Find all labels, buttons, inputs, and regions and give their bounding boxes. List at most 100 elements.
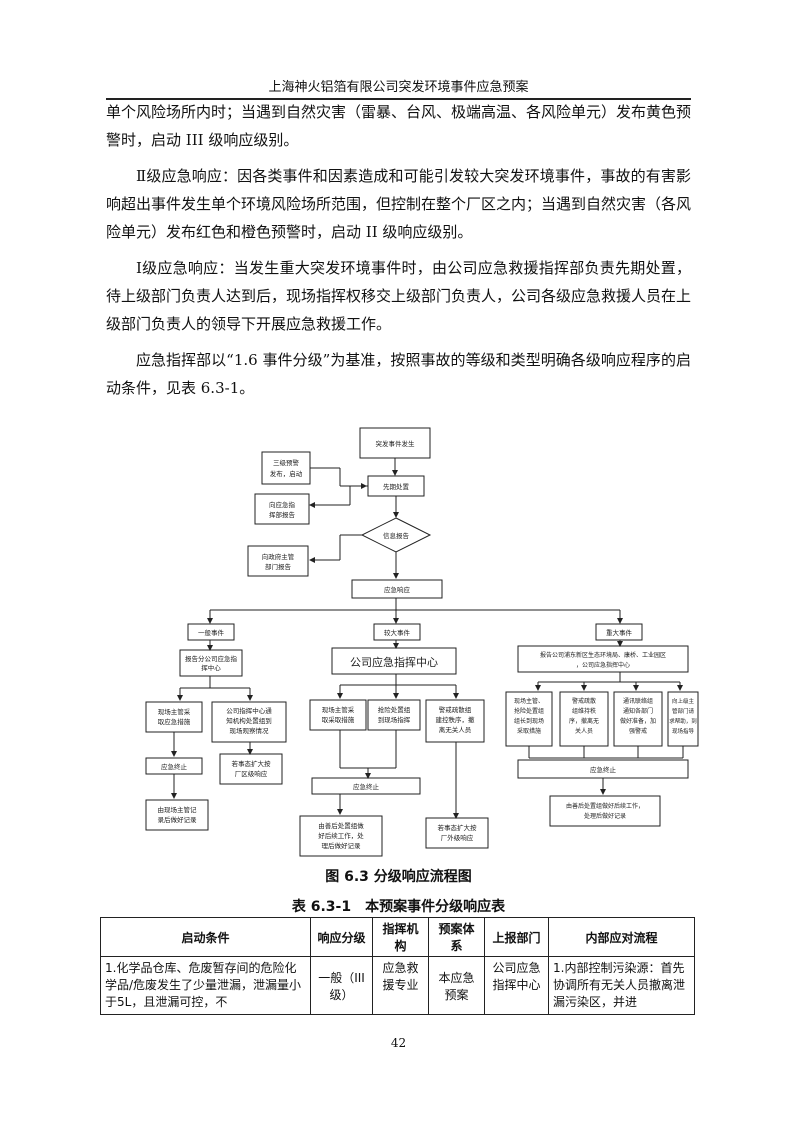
flow-decision-label: 信息报告	[383, 531, 410, 540]
flow-general-box	[187, 623, 235, 641]
flow-severe-record-label-2: 处理后做好记录	[584, 812, 626, 820]
table-header-cell: 内部应对流程	[548, 917, 695, 957]
flow-start-label: 突发事件发生	[376, 439, 416, 448]
flow-first-response-label: 先期处置	[383, 482, 410, 491]
flow-severe-b-label-2: 组维持秩	[572, 707, 596, 715]
flow-major-b-box	[367, 699, 421, 731]
flow-major-d-label-2: 好后续工作，处	[318, 831, 364, 840]
flow-major-center-label: 公司应急指挥中心	[350, 655, 438, 669]
flow-response-box	[351, 579, 443, 599]
page-header: 上海神火铝箔有限公司突发环境事件应急预案	[106, 76, 691, 100]
flow-major-end-box	[311, 777, 421, 795]
flow-alarm-box	[261, 451, 311, 485]
flow-severe-box	[595, 623, 643, 641]
flow-general-report-label-1: 报告分公司应急指	[185, 654, 238, 663]
flow-major-d-box	[299, 815, 383, 857]
flow-report-hq-label-2: 挥部报告	[269, 510, 296, 519]
flow-major-a-label-2: 取采取措施	[322, 715, 355, 724]
flow-severe-c-label-2: 通知各部门	[623, 707, 653, 715]
flow-general-label: 一般事件	[198, 628, 225, 637]
flow-major-c-label-2: 建控秩序，撤	[436, 715, 476, 724]
flow-major-c-box	[425, 699, 485, 743]
flow-major-c-label-3: 离无关人员	[439, 725, 472, 734]
flow-general-record-label-2: 录后做好记录	[158, 815, 198, 824]
paragraph-4: 应急指挥部以“1.6 事件分级”为基准，按照事故的等级和类型明确各级响应程序的启…	[106, 351, 691, 397]
table-header-row: 启动条件 响应分级 指挥机构 预案体系 上报部门 内部应对流程	[100, 917, 695, 957]
flow-general-record-box	[145, 799, 209, 831]
flow-severe-a-label-2: 抢险处置组	[514, 707, 544, 715]
flow-severe-b-label-1: 警戒疏散	[572, 697, 596, 705]
flow-severe-c-label-3: 做好准备，加	[620, 717, 656, 725]
flow-general-report-label-2: 挥中心	[201, 663, 221, 672]
table-cell: 应急救援专业	[372, 956, 429, 1015]
flow-general-b-box	[211, 701, 287, 743]
flow-severe-c-label-1: 通讯联络组	[623, 697, 653, 705]
flow-general-b-label-1: 公司指挥中心通	[226, 706, 272, 715]
flow-general-c-label-1: 若事态扩大按	[232, 759, 272, 768]
table-header-cell: 响应分级	[310, 917, 373, 957]
table-header-cell: 预案体系	[428, 917, 485, 957]
flow-severe-c-label-4: 强警戒	[629, 727, 647, 735]
flow-general-report-box	[179, 649, 243, 677]
flow-severe-b-label-3: 序，撤离无	[569, 717, 599, 725]
flow-severe-report-label-2: ，公司应急指挥中心	[576, 661, 630, 669]
flow-major-b-label-1: 抢险处置组	[378, 705, 411, 714]
flow-severe-d-label-4: 现场指导	[672, 727, 695, 735]
flow-severe-end-label: 应急终止	[590, 765, 617, 774]
flow-major-d-label-3: 理后做好记录	[322, 841, 362, 850]
table-cell: 公司应急指挥中心	[484, 956, 549, 1015]
flow-severe-label: 重大事件	[606, 628, 633, 637]
flow-general-b-label-2: 知机构处置组到	[226, 716, 272, 725]
table-header-cell: 指挥机构	[372, 917, 429, 957]
table-cell: 1.内部控制污染源：首先协调所有无关人员撤离泄漏污染区，并进	[548, 956, 695, 1015]
flow-major-b-label-2: 到现场指挥	[378, 715, 411, 724]
table-cell: 1.化学品仓库、危废暂存间的危险化学品/危废发生了少量泄漏，泄漏量小于5L，且泄…	[100, 956, 311, 1015]
flow-severe-a-label-4: 采取措施	[517, 727, 541, 735]
flow-severe-record-box	[549, 795, 661, 827]
flow-severe-d-label-3: 求帮助，到	[669, 717, 697, 725]
flow-severe-report-box	[517, 645, 689, 673]
flow-severe-d-label-1: 向上级主	[672, 697, 695, 705]
table-header-cell: 启动条件	[100, 917, 311, 957]
flow-severe-record-label-1: 由善后处置组做好后续工作，	[566, 802, 644, 810]
flow-major-a-box	[309, 699, 367, 731]
flow-report-gov-label-2: 部门报告	[265, 562, 292, 571]
page-number: 42	[390, 1036, 407, 1050]
flow-report-gov-label-1: 向政府主管	[262, 552, 295, 561]
table-cell: 本应急预案	[428, 956, 485, 1015]
flow-major-c-label-1: 警戒疏散组	[439, 705, 472, 714]
flow-report-hq-label-1: 向应急指	[269, 500, 296, 509]
flow-response-label: 应急响应	[384, 585, 411, 594]
flow-severe-a-label-1: 现场主管、	[514, 697, 544, 705]
flow-severe-b-label-4: 关人员	[575, 727, 593, 735]
table-row: 1.化学品仓库、危废暂存间的危险化学品/危废发生了少量泄漏，泄漏量小于5L，且泄…	[100, 956, 695, 1015]
flow-major-label: 较大事件	[384, 628, 411, 637]
flow-general-end-label: 应急终止	[161, 762, 188, 771]
flow-severe-a-label-3: 组长到现场	[514, 717, 544, 725]
response-table: 启动条件 响应分级 指挥机构 预案体系 上报部门 内部应对流程 1.化学品仓库、…	[100, 917, 695, 1015]
flow-general-b-label-3: 现场观察情况	[230, 726, 270, 735]
paragraph-2: Ⅱ级应急响应：因各类事件和因素造成和可能引发较大突发环境事件，事故的有害影响超出…	[106, 167, 692, 241]
flow-major-e-label-2: 厂外级响应	[441, 833, 474, 842]
table-cell: 一般（III级）	[310, 956, 373, 1015]
flow-major-end-label: 应急终止	[353, 782, 380, 791]
flow-major-e-box	[425, 817, 489, 849]
flow-general-a-box	[145, 701, 203, 733]
figure-caption: 图 6.3 分级响应流程图	[325, 869, 472, 885]
flow-general-a-label-2: 取应急措施	[158, 717, 191, 726]
flow-severe-d-label-2: 管部门请	[672, 707, 695, 715]
table-header-cell: 上报部门	[484, 917, 549, 957]
flow-major-box	[373, 623, 421, 641]
flow-report-gov-box	[247, 545, 309, 577]
body-paragraphs: 单个风险场所内时；当遇到自然灾害（雷暴、台风、极端高温、各风险单元）发布黄色预警…	[106, 98, 691, 402]
flow-severe-report-label-1: 报告公司浦东新区生态环境局、康桥、工业园区	[540, 651, 666, 659]
flow-general-a-label-1: 现场主管采	[158, 707, 191, 716]
paragraph-3: Ⅰ级应急响应：当发生重大突发环境事件时，由公司应急救援指挥部负责先期处置，待上级…	[106, 259, 692, 333]
response-flowchart: 突发事件发生 三级预警 发布，启动 先期处置 向应急指 挥部报告 信息报告 向政…	[145, 427, 699, 857]
flow-major-e-label-1: 若事态扩大按	[438, 823, 478, 832]
flow-major-a-label-1: 现场主管采	[322, 705, 355, 714]
paragraph-1: 单个风险场所内时；当遇到自然灾害（雷暴、台风、极端高温、各风险单元）发布黄色预警…	[106, 103, 692, 149]
flow-general-c-label-2: 厂区级响应	[235, 769, 268, 778]
flow-general-c-box	[219, 753, 283, 785]
flow-major-center-box	[331, 647, 457, 675]
